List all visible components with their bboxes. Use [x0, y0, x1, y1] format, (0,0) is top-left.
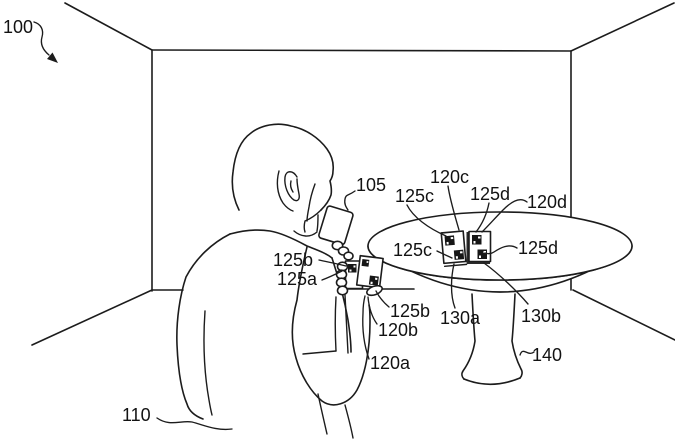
label-device-c: 120c [430, 167, 469, 187]
leader-120a [362, 295, 370, 360]
leader-140 [519, 350, 535, 356]
tag-125d-top-marker [472, 235, 482, 245]
table-base [463, 377, 521, 386]
leader-125c-top [406, 204, 447, 237]
leader-125b-left [318, 259, 347, 267]
held-device-b [355, 254, 384, 289]
label-tag-b-right: 125b [390, 301, 430, 321]
leader-105 [344, 190, 356, 211]
label-room: 100 [3, 17, 33, 37]
label-tag-c-mid: 125c [393, 240, 432, 260]
tag-125d-bottom-marker [477, 249, 487, 259]
leader-130b [483, 262, 529, 305]
person-collar [293, 230, 318, 237]
phone-hand-thumb-3 [343, 251, 354, 261]
table-pedestal-right [511, 293, 523, 379]
table-device-d [466, 230, 492, 264]
ceiling-edge-right [570, 2, 675, 52]
person-body-silhouette [186, 233, 351, 414]
person-back-inner-line [203, 310, 213, 416]
label-tag-d-top: 125d [470, 184, 510, 204]
ceiling-edge-back [151, 49, 572, 52]
table-top [367, 211, 633, 281]
device-c-shadow-edge [443, 263, 468, 268]
pedestal-table [367, 211, 633, 386]
leader-125d-right [484, 245, 518, 255]
person-shoulder [229, 229, 333, 259]
phone-body [318, 205, 354, 246]
label-device-a: 120a [370, 353, 411, 373]
person-coat-front [291, 246, 371, 406]
tag-125b-bottom-marker [368, 275, 379, 286]
person-ear [284, 171, 300, 202]
label-callout-a: 130a [440, 308, 481, 328]
label-user: 110 [122, 405, 151, 425]
person-forearm-front [344, 294, 349, 354]
label-callout-b: 130b [521, 306, 561, 326]
person-ear-inner [289, 180, 294, 193]
leader-100 [33, 21, 50, 56]
leader-125d-top [475, 202, 490, 233]
leader-120c [447, 185, 460, 231]
table-pedestal-left [461, 293, 476, 380]
leader-110 [156, 417, 233, 431]
label-tag-d-right: 125d [518, 238, 558, 258]
table-device-c [440, 230, 468, 268]
leader-125a [321, 270, 343, 281]
leader-lines [33, 21, 535, 431]
person-forearm-back [334, 296, 337, 352]
person-sleeve-cuff [302, 350, 337, 355]
person-figure [176, 123, 371, 439]
tag-125c-top-marker [444, 235, 455, 246]
tag-125c-bottom-marker [453, 249, 465, 260]
room-outline [31, 2, 675, 346]
leader-130a [450, 263, 456, 309]
label-table: 140 [532, 345, 562, 365]
leader-120b [367, 296, 378, 325]
label-tag-b-left: 125b [273, 250, 313, 270]
person-head-outline [231, 123, 335, 211]
label-tag-a: 125a [277, 269, 318, 289]
floor-edge-right [572, 289, 675, 341]
leader-120d [481, 199, 528, 233]
mobile-device-phone [318, 205, 354, 261]
tag-125b-top-marker [361, 258, 370, 267]
label-mobile-device: 105 [356, 175, 386, 195]
person-leg-line-left [317, 393, 328, 435]
ceiling-edge-left [64, 2, 153, 51]
person-leg-line-right [344, 404, 354, 439]
person-sideburn-line [306, 183, 316, 222]
person-neck-line [316, 214, 319, 232]
leader-125c-mid [436, 250, 453, 259]
label-tag-c-top: 125c [395, 186, 434, 206]
leader-125b-right [375, 290, 390, 308]
reference-labels: 100 105 125b 125a 120c 125c 125d 120d 12… [3, 17, 567, 425]
person-jaw-line [303, 209, 322, 233]
card-hand-thumb [366, 284, 383, 297]
leader-100-arrowhead [47, 52, 58, 63]
label-device-b: 120b [378, 320, 418, 340]
tag-125a-marker [348, 264, 357, 273]
person-back-outline [176, 233, 231, 420]
label-device-d: 120d [527, 192, 567, 212]
floor-edge-left [31, 289, 153, 346]
person-hairline [276, 170, 294, 212]
